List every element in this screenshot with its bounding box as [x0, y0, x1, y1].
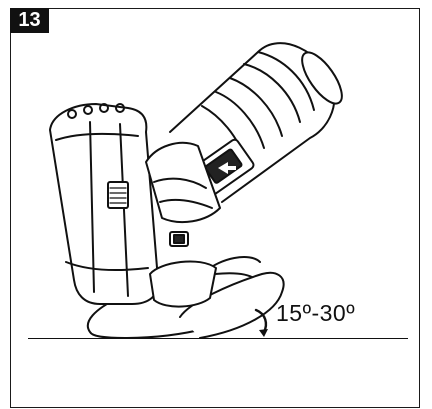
angle-grinder-illustration — [49, 42, 343, 339]
figure-number-badge: 13 — [10, 8, 49, 33]
tilt-angle-label: 15º-30º — [276, 300, 356, 326]
curved-rotation-arrow-icon — [254, 308, 268, 337]
work-surface-line — [28, 338, 408, 339]
